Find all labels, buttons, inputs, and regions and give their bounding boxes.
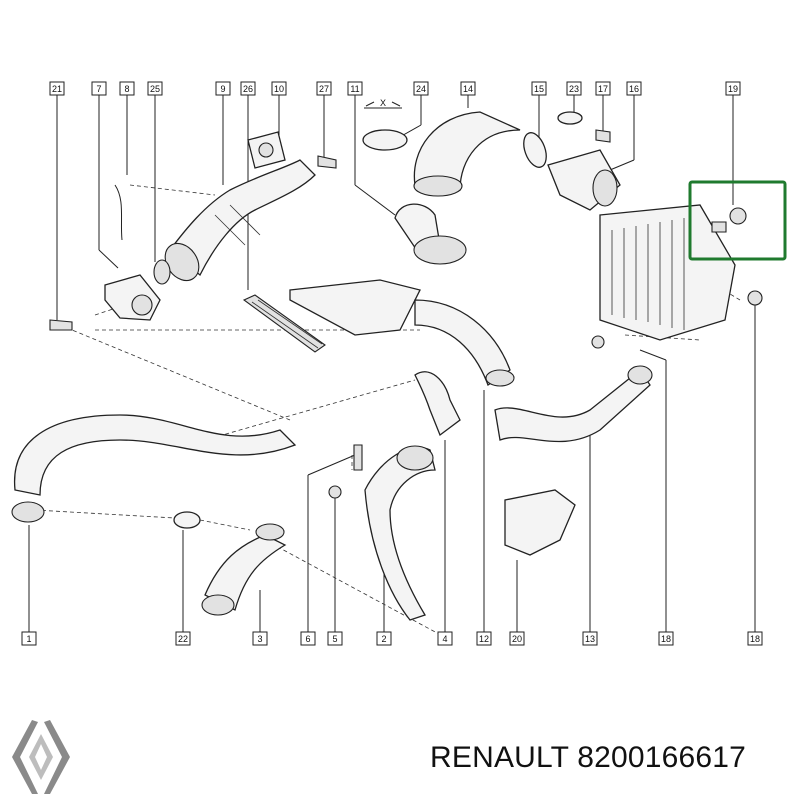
callout: 13 (582, 631, 598, 646)
callout: 3 (252, 631, 268, 646)
callout: 8 (119, 81, 135, 96)
svg-text:25: 25 (150, 84, 160, 94)
svg-text:2: 2 (381, 634, 386, 644)
clamp-22 (173, 511, 201, 529)
elbow-pipe-14 (413, 111, 521, 197)
callout: 7 (91, 81, 107, 96)
callout: 27 (316, 81, 332, 96)
callout: 9 (215, 81, 231, 96)
screw-17 (595, 129, 611, 143)
clip-23 (557, 111, 583, 125)
svg-text:6: 6 (305, 634, 310, 644)
svg-text:1: 1 (26, 634, 31, 644)
intercooler-13 (599, 204, 736, 341)
callout: 5 (327, 631, 343, 646)
svg-text:12: 12 (479, 634, 489, 644)
svg-text:10: 10 (274, 84, 284, 94)
heat-shield-26 (242, 294, 326, 353)
svg-text:18: 18 (661, 634, 671, 644)
brand-name: RENAULT (430, 741, 569, 774)
svg-text:5: 5 (332, 634, 337, 644)
callout: 19 (725, 81, 741, 96)
callout: 10 (271, 81, 287, 96)
callout: 20 (509, 631, 525, 646)
callout: 23 (566, 81, 582, 96)
bolt-21 (49, 319, 73, 331)
callout: 1 (21, 631, 37, 646)
svg-text:23: 23 (569, 84, 579, 94)
svg-text:19: 19 (728, 84, 738, 94)
callout: 14 (460, 81, 476, 96)
callout: 16 (626, 81, 642, 96)
wavy-wire-8 (114, 184, 123, 241)
air-flow-sensor-16 (547, 149, 621, 211)
intercooler-hose-13 (494, 365, 653, 443)
washer-5 (328, 485, 342, 499)
callout: 18 (747, 631, 763, 646)
callout: 25 (147, 81, 163, 96)
callout: 2 (376, 631, 392, 646)
part-19 (711, 207, 747, 233)
hose-3 (201, 523, 287, 616)
callout: 22 (175, 631, 191, 646)
svg-text:17: 17 (598, 84, 608, 94)
connector-11 (394, 203, 467, 265)
callout: 15 (531, 81, 547, 96)
svg-text:8: 8 (124, 84, 129, 94)
callout: 26 (240, 81, 256, 96)
valve-7 (104, 274, 161, 321)
seal-ring-25 (153, 259, 171, 285)
svg-text:21: 21 (52, 84, 62, 94)
turbo-outlet-pipe-9 (164, 159, 316, 282)
dimension-mark: X (365, 98, 401, 108)
svg-text:24: 24 (416, 84, 426, 94)
rubber-mount-18 (591, 290, 763, 349)
callout: 24 (413, 81, 429, 96)
svg-text:9: 9 (220, 84, 225, 94)
bottom-callouts: 1 22 3 6 5 2 4 12 20 13 18 18 (21, 631, 763, 646)
svg-text:18: 18 (750, 634, 760, 644)
hose-4 (414, 371, 461, 437)
callout: 21 (49, 81, 65, 96)
part-number: 8200166617 (577, 741, 747, 774)
svg-text:16: 16 (629, 84, 639, 94)
svg-text:11: 11 (350, 84, 359, 94)
callout: 11 (347, 81, 363, 96)
svg-text:4: 4 (442, 634, 447, 644)
air-duct-12 (289, 279, 515, 387)
renault-diamond-icon (12, 720, 70, 794)
long-hose-1 (11, 414, 297, 523)
svg-text:13: 13 (585, 634, 595, 644)
callout: 18 (658, 631, 674, 646)
bolt-6 (353, 444, 363, 471)
top-callouts: 21 7 8 25 9 26 10 27 11 24 14 15 23 17 1… (49, 81, 741, 96)
svg-text:14: 14 (463, 84, 473, 94)
dimension-label: X (380, 98, 386, 108)
bracket-20 (504, 489, 576, 556)
callout: 6 (300, 631, 316, 646)
svg-text:3: 3 (257, 634, 262, 644)
gasket-10 (247, 131, 286, 169)
callout: 17 (595, 81, 611, 96)
clamp-24 (362, 107, 408, 151)
svg-text:26: 26 (243, 84, 253, 94)
caption: RENAULT 8200166617 (430, 741, 746, 775)
svg-text:15: 15 (534, 84, 544, 94)
svg-text:20: 20 (512, 634, 522, 644)
leader-lines (28, 95, 756, 632)
svg-text:7: 7 (96, 84, 101, 94)
screw-27 (317, 155, 337, 169)
highlight-frame (688, 180, 787, 261)
svg-text:27: 27 (319, 84, 329, 94)
hose-2 (364, 445, 436, 621)
callout: 12 (476, 631, 492, 646)
callout: 4 (437, 631, 453, 646)
svg-text:22: 22 (178, 634, 188, 644)
seal-15 (523, 132, 547, 168)
